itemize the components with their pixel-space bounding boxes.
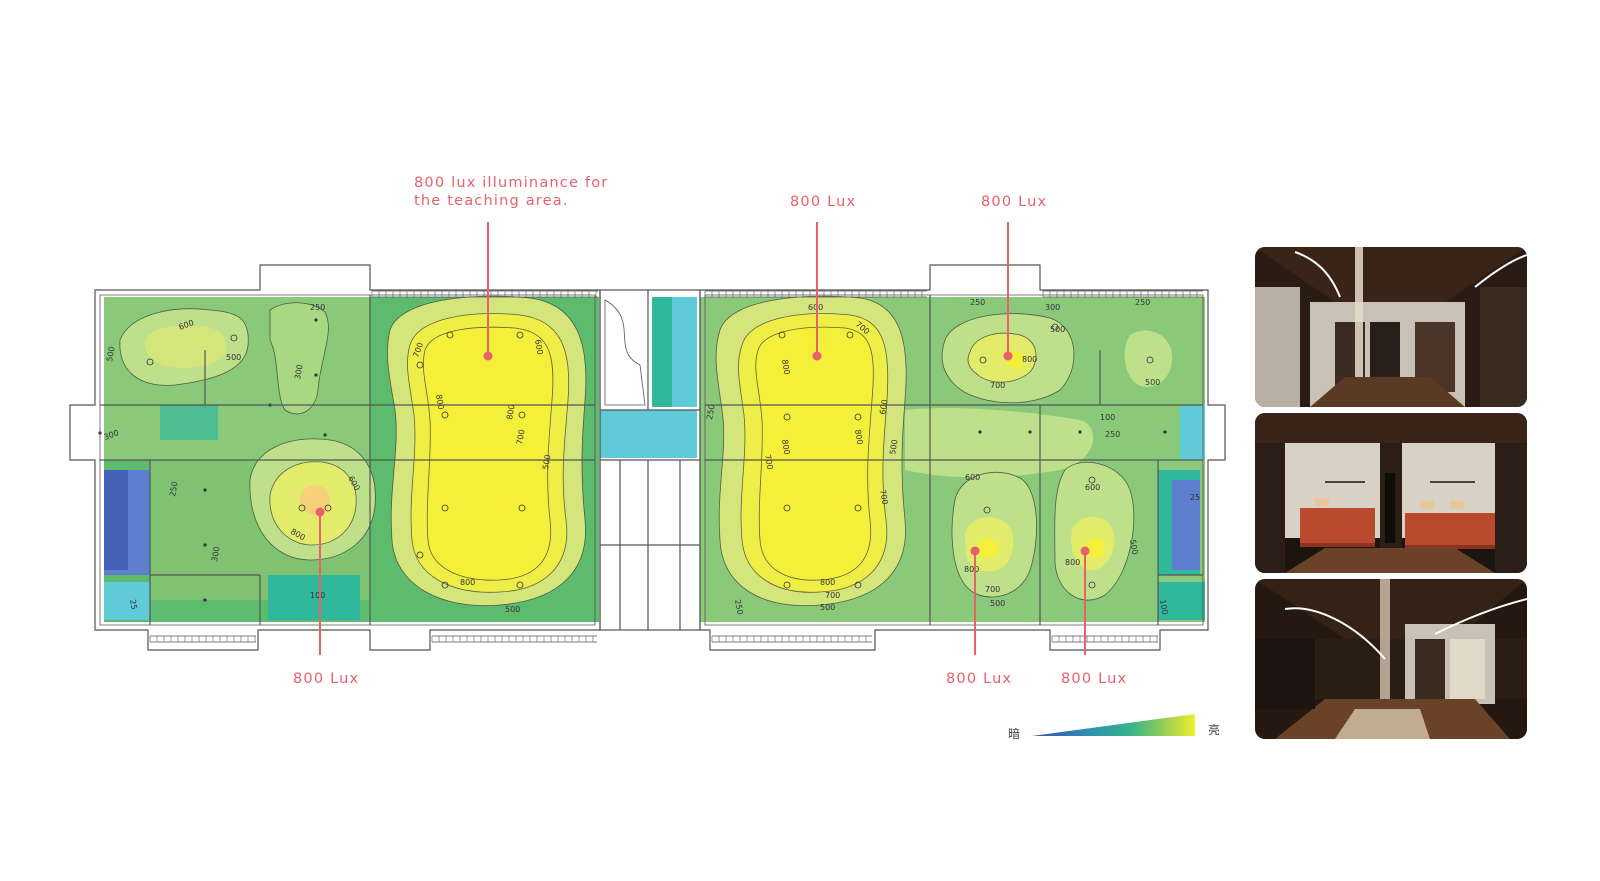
legend-bright-label: 亮 (1208, 723, 1221, 737)
contour-label: 300 (293, 364, 305, 381)
contour-label: 600 (533, 339, 545, 356)
contour-label: 800 (964, 565, 979, 574)
contour-label: 100 (1100, 413, 1115, 422)
contour-label: 25 (1190, 493, 1200, 502)
contour-label: 700 (985, 585, 1000, 594)
contour-label: 250 (970, 298, 985, 307)
callout-top-right: 800 Lux (981, 194, 1048, 210)
contour-label: 500 (1128, 539, 1140, 556)
photo-corridor (1255, 247, 1527, 407)
contour-label: 600 (1085, 483, 1100, 492)
luminaires (146, 323, 1154, 589)
legend-dark-label: 暗 (1008, 727, 1021, 741)
contour-label: 800 (1065, 558, 1080, 567)
contour-label: 700 (990, 381, 1005, 390)
callout-bottom-right-b: 800 Lux (1061, 671, 1128, 687)
contour-label: 700 (515, 429, 527, 446)
contour-label: 500 (541, 454, 553, 471)
contour-label: 800 (820, 578, 835, 587)
contour-label: 500 (888, 439, 900, 456)
contour-label: 800 (1022, 355, 1037, 364)
contour-label: 250 (1105, 430, 1120, 439)
callout-top-center: 800 Lux (790, 194, 857, 210)
contour-label: 800 (780, 439, 792, 456)
contour-label: 700 (878, 489, 890, 506)
legend-bar (1032, 714, 1195, 736)
contour-labels: 700 800 600 800 700 500 800 500 600 500 … (103, 298, 1201, 615)
left-wing (104, 296, 697, 622)
door-curve (604, 299, 646, 406)
contour-label: 800 (780, 359, 792, 376)
contour-label: 800 (505, 404, 517, 421)
contour-label: 250 (1135, 298, 1150, 307)
contour-label: 100 (310, 591, 325, 600)
contour-label: 500 (990, 599, 1005, 608)
contour-label: 500 (820, 603, 835, 612)
photo-hall (1255, 579, 1527, 739)
contour-label: 700 (763, 454, 775, 471)
contour-lines (119, 295, 1135, 607)
callout-markers (315, 222, 1090, 655)
contour-label: 500 (1145, 378, 1160, 387)
callout-bottom-left: 800 Lux (293, 671, 360, 687)
contour-label: 100 (1158, 599, 1170, 616)
contour-label: 25 (128, 599, 139, 611)
contour-label: 500 (505, 605, 520, 614)
contour-label: 500 (1050, 325, 1065, 334)
contour-label: 800 (853, 429, 865, 446)
contour-label: 250 (733, 599, 745, 616)
contour-label: 800 (434, 394, 446, 411)
callout-bottom-right-a: 800 Lux (946, 671, 1013, 687)
contour-label: 800 (460, 578, 475, 587)
walls (69, 264, 1226, 651)
callout-teaching-area: 800 lux illuminance for the teaching are… (414, 175, 609, 209)
window-ticks (150, 290, 1203, 643)
contour-label: 300 (1045, 303, 1060, 312)
contour-label: 250 (310, 303, 325, 312)
contour-label: 600 (878, 399, 890, 416)
contour-label: 250 (705, 404, 717, 421)
contour-label: 600 (808, 303, 823, 312)
contour-label: 300 (210, 546, 222, 563)
photo-display-counter (1255, 413, 1527, 573)
right-wing (700, 296, 1205, 622)
contour-label: 250 (168, 481, 180, 498)
contour-label: 600 (965, 473, 980, 482)
contour-label: 700 (825, 591, 840, 600)
small-dots (98, 318, 1167, 602)
contour-label: 500 (226, 353, 241, 362)
contour-label: 500 (105, 346, 117, 363)
